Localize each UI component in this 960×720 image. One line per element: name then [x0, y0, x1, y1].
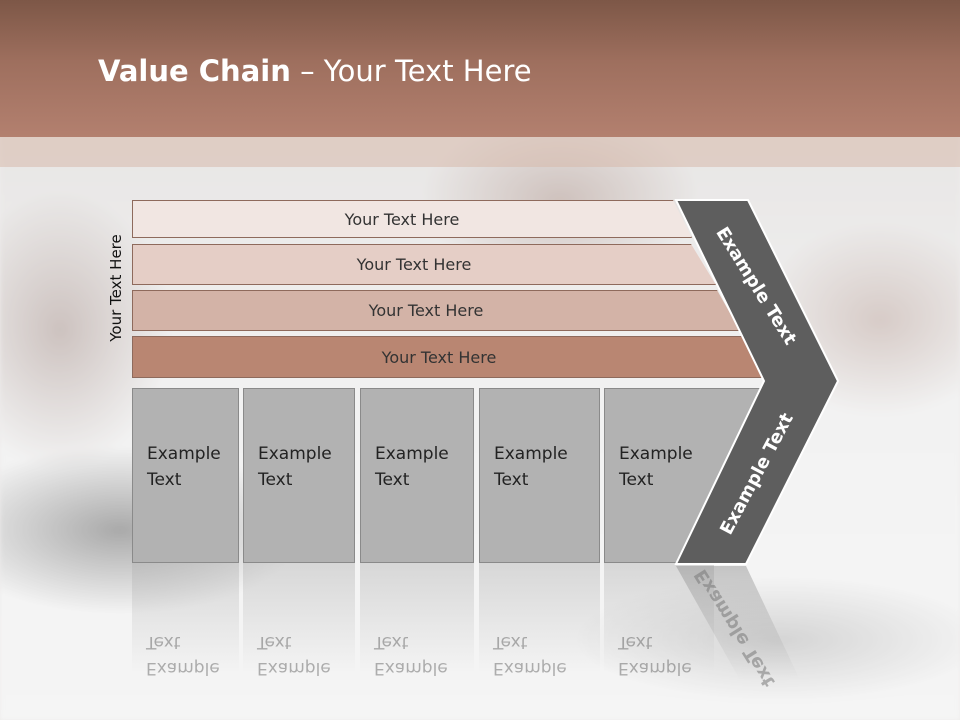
column-text: Example Text	[147, 441, 221, 493]
primary-column-4[interactable]: Example Text	[479, 388, 600, 563]
chevron-reflection	[676, 566, 800, 680]
row-label: Your Text Here	[368, 301, 484, 320]
reflection: Example Text Example Text Example Text E…	[0, 563, 960, 720]
column-reflection: Example Text	[243, 563, 355, 693]
column-line-2: Text	[494, 470, 529, 490]
support-row-4[interactable]: Your Text Here	[132, 336, 766, 378]
support-row-3[interactable]: Your Text Here	[132, 290, 740, 331]
column-reflection: Example Text	[479, 563, 600, 693]
row-label: Your Text Here	[381, 347, 497, 367]
row-label: Your Text Here	[344, 209, 460, 229]
row-label: Your Text Here	[356, 255, 472, 274]
header-bar	[0, 0, 960, 137]
column-line-1: Example	[258, 444, 332, 464]
column-line-1: Example	[619, 444, 693, 464]
column-reflection: Example Text	[132, 563, 239, 693]
column-line-1: Example	[147, 444, 221, 464]
support-row-1[interactable]: Your Text Here	[132, 200, 692, 238]
slide-title[interactable]: Value Chain – Your Text Here	[98, 54, 532, 88]
primary-column-3[interactable]: Example Text	[360, 388, 474, 563]
chevron-shape[interactable]	[674, 199, 840, 565]
column-text: Example Text	[375, 441, 449, 493]
column-line-1: Example	[494, 444, 568, 464]
column-line-2: Text	[619, 470, 654, 490]
title-rest: – Your Text Here	[290, 54, 532, 88]
title-bold: Value Chain	[98, 54, 291, 88]
column-reflection: Example Text	[360, 563, 474, 693]
column-text: Example Text	[258, 441, 332, 493]
column-line-2: Text	[147, 470, 182, 490]
support-row-2[interactable]: Your Text Here	[132, 244, 716, 285]
primary-column-1[interactable]: Example Text	[132, 388, 239, 563]
column-text: Example Text	[494, 441, 568, 493]
header-band	[0, 137, 960, 167]
column-line-2: Text	[375, 470, 410, 490]
column-line-2: Text	[258, 470, 293, 490]
primary-column-2[interactable]: Example Text	[243, 388, 355, 563]
column-text: Example Text	[619, 441, 693, 493]
column-line-1: Example	[375, 444, 449, 464]
